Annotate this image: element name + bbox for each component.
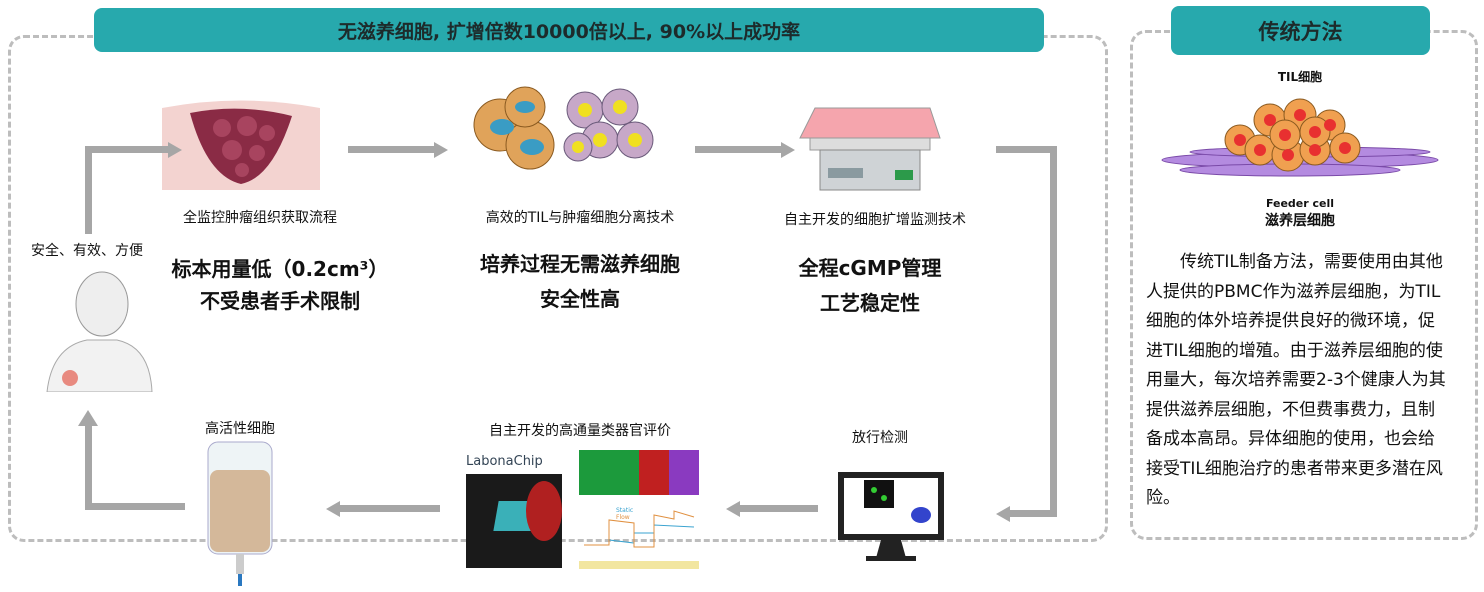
feeder-cell-cn-label: 滋养层细胞 [1265,213,1335,229]
step-4-caption: 放行检测 [852,430,908,446]
arrow-head [781,142,795,158]
step-5-caption: 自主开发的高通量类器官评价 [489,423,671,439]
arrow-1-to-2 [348,146,434,153]
step-1-highlight-1: 标本用量低（0.2cm³） [171,257,389,281]
arrow-head [326,501,340,517]
arrow-2-to-3 [695,146,781,153]
feeder-cell-en-label: Feeder cell [1265,197,1335,210]
legend-flow: Flow [616,514,630,521]
patient-label: 安全、有效、方便 [31,243,143,259]
journal-title: LabonaChip [466,454,562,474]
organoid-evaluation-image: LabonaChip Static Flow [466,450,701,580]
til-feeder-image [1160,90,1440,190]
new-method-banner: 无滋养细胞, 扩增倍数10000倍以上, 90%以上成功率 [94,8,1044,52]
step-2-highlight-1: 培养过程无需滋养细胞 [480,252,680,276]
arrow-6-to-patient-vertical [85,425,92,510]
arrow-3-to-4-bottom [1010,510,1057,517]
arrow-3-to-4 [996,146,1056,153]
arrow-head [996,506,1010,522]
arrow-head [434,142,448,158]
arrow-patient-to-1 [85,146,92,234]
arrow-patient-to-1-top [85,146,169,153]
cell-infusion-bag-image [200,440,280,588]
arrow-head [168,142,182,158]
til-cell-label: TIL细胞 [1277,70,1323,84]
arrow-4-to-5 [740,505,818,512]
traditional-description: 传统TIL制备方法，需要使用由其他人提供的PBMC作为滋养层细胞，为TIL细胞的… [1146,252,1446,508]
arrow-6-to-patient [85,503,185,510]
legend-static: Static [616,507,634,514]
tumor-tissue-image [162,98,320,190]
arrow-5-to-6 [340,505,440,512]
patient-image [42,262,154,393]
step-3-caption: 自主开发的细胞扩增监测技术 [784,212,966,228]
fluorescence-chart [579,510,699,569]
traditional-banner: 传统方法 [1171,6,1430,55]
step-1-caption: 全监控肿瘤组织获取流程 [183,210,337,226]
bioreactor-image [790,98,950,196]
step-3-highlight-1: 全程cGMP管理 [798,256,942,280]
arrow-head [726,501,740,517]
arrow-head [78,410,98,426]
step-1-highlight-2: 不受患者手术限制 [200,289,360,313]
til-tumor-cells-image [470,85,660,175]
cell-graphic [526,481,562,541]
step-6-caption: 高活性细胞 [205,421,275,437]
step-2-highlight-2: 安全性高 [540,287,620,311]
step-3-highlight-2: 工艺稳定性 [820,291,920,315]
step-2-caption: 高效的TIL与肿瘤细胞分离技术 [485,210,675,226]
arrow-3-to-4-vertical [1050,146,1057,516]
monitor-image [836,470,946,565]
microscopy-panel [579,450,699,495]
